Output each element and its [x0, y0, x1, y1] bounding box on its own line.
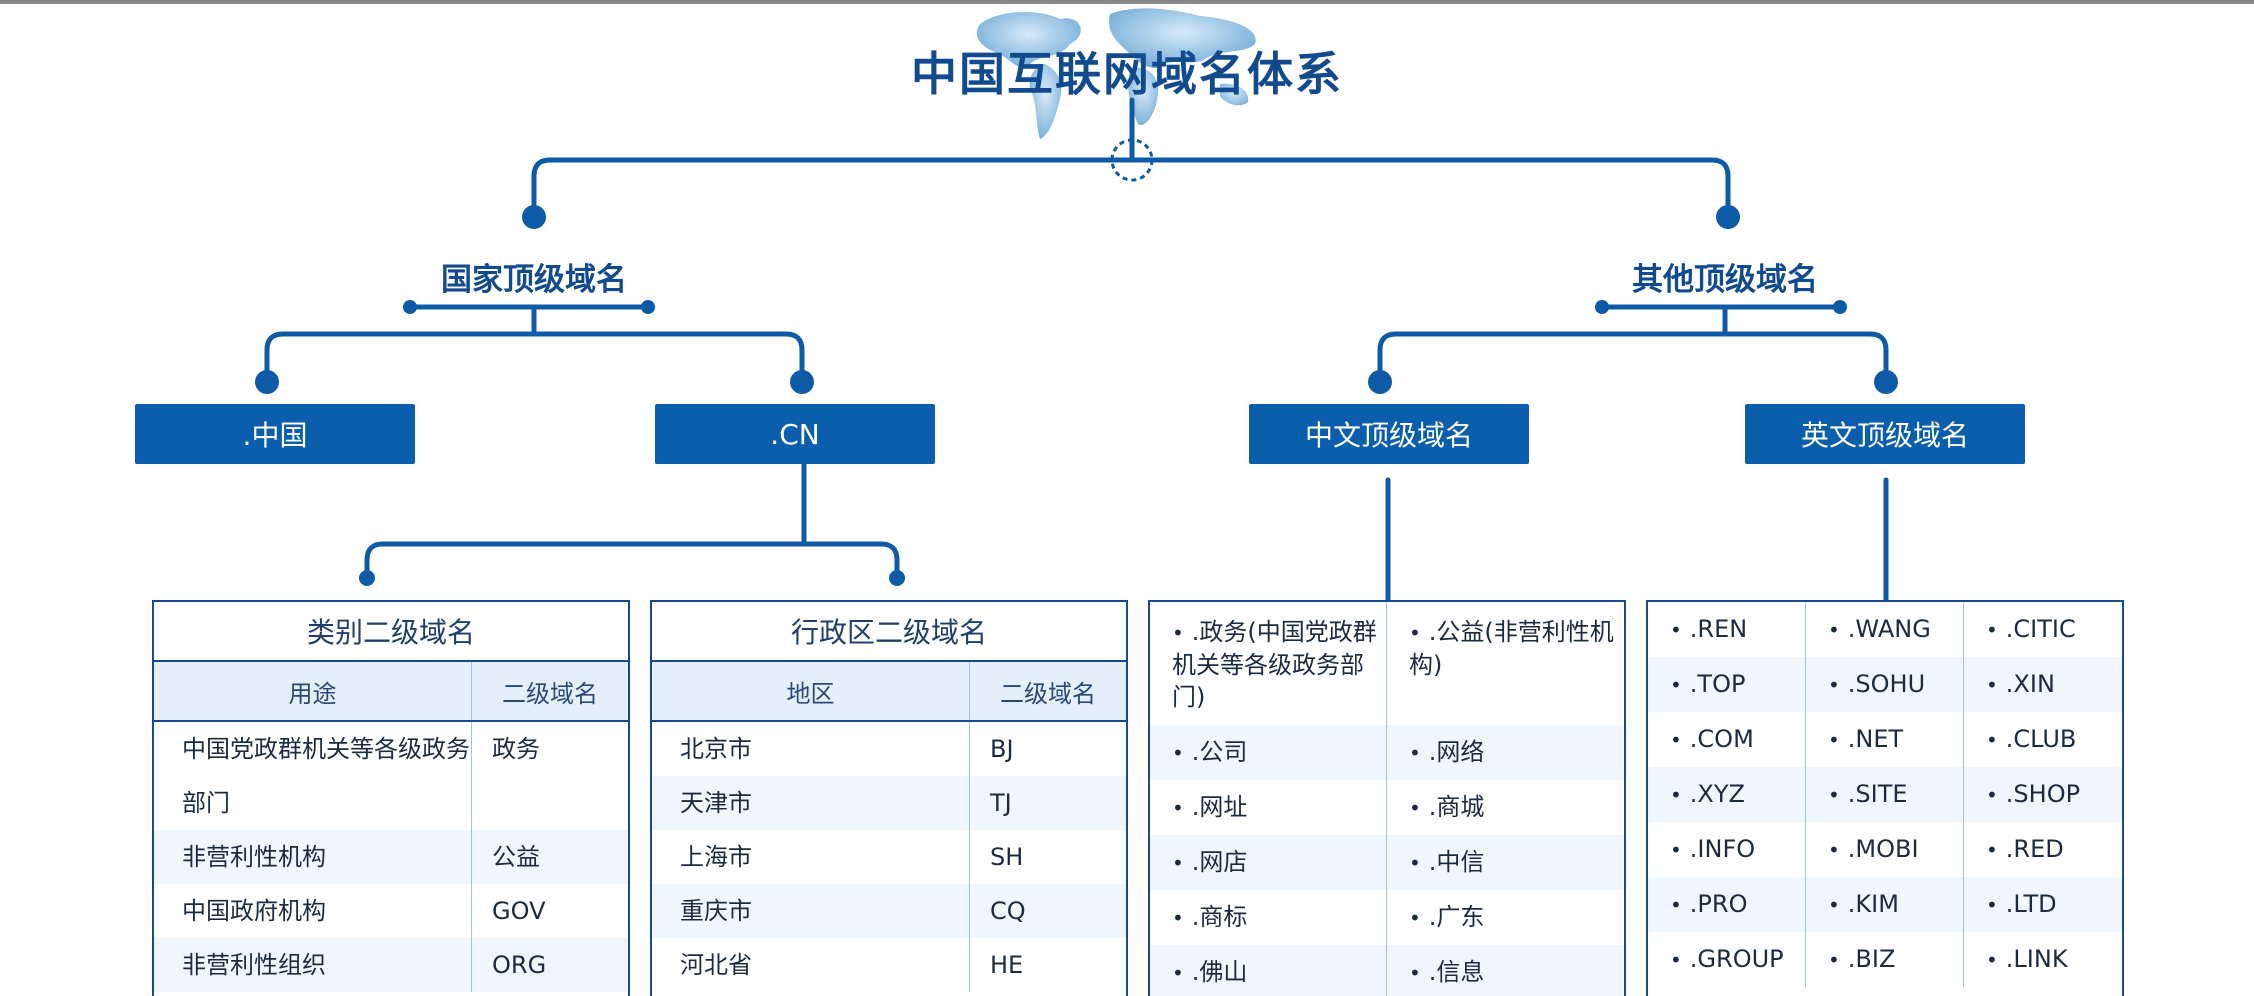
list-item: .公益(非营利性机构) — [1387, 602, 1624, 725]
node-english-tld[interactable]: 英文顶级域名 — [1745, 404, 2025, 464]
category-sld-table: 类别二级域名 用途 二级域名 中国党政群机关等各级政务部门 政务 非营利性机构 … — [152, 600, 630, 996]
cell-region: 上海市 — [652, 830, 970, 884]
list-row: .网址 .商城 — [1150, 780, 1624, 835]
list-row: .佛山 .信息 — [1150, 945, 1624, 996]
table-row: 上海市 SH — [652, 830, 1126, 884]
table-row: 中国政府机构 GOV — [154, 884, 628, 938]
cell-region: 天津市 — [652, 776, 970, 830]
category-national-tld: 国家顶级域名 — [441, 262, 627, 298]
list-row: .公司 .网络 — [1150, 725, 1624, 780]
list-item: .WANG — [1806, 602, 1964, 657]
table-row: 中国党政群机关等各级政务部门 政务 — [154, 722, 628, 830]
category-sld-header: 用途 二级域名 — [154, 662, 628, 722]
table-row: 非营利性组织 ORG — [154, 938, 628, 992]
list-item: .商城 — [1387, 780, 1624, 835]
cell-sld: TJ — [990, 789, 1012, 817]
list-item: .CITIC — [1964, 602, 2122, 657]
list-item: .广东 — [1387, 890, 1624, 945]
cell-usage: 非营利性机构 — [154, 830, 472, 884]
list-item: .XIN — [1964, 657, 2122, 712]
list-item: .SHOP — [1964, 767, 2122, 822]
list-item: .佛山 — [1150, 945, 1387, 996]
list-item: .信息 — [1387, 945, 1624, 996]
list-item: .商标 — [1150, 890, 1387, 945]
list-row: .PRO .KIM .LTD — [1648, 877, 2122, 932]
list-row: .政务(中国党政群机关等各级政务部门) .公益(非营利性机构) — [1150, 602, 1624, 725]
list-item: .网络 — [1387, 725, 1624, 780]
list-item: .BIZ — [1806, 932, 1964, 987]
list-item: .NET — [1806, 712, 1964, 767]
header-sld: 二级域名 — [1000, 679, 1096, 708]
list-row: .商标 .广东 — [1150, 890, 1624, 945]
list-item: .网址 — [1150, 780, 1387, 835]
list-row: .XYZ .SITE .SHOP — [1648, 767, 2122, 822]
list-item: .LTD — [1964, 877, 2122, 932]
list-item: .MOBI — [1806, 822, 1964, 877]
list-item: .KIM — [1806, 877, 1964, 932]
list-item: .中信 — [1387, 835, 1624, 890]
list-item: .RED — [1964, 822, 2122, 877]
list-row: .网店 .中信 — [1150, 835, 1624, 890]
header-sld: 二级域名 — [502, 679, 598, 708]
list-item: .GROUP — [1648, 932, 1806, 987]
list-item: .SOHU — [1806, 657, 1964, 712]
table-row: 北京市 BJ — [652, 722, 1126, 776]
cell-region: 北京市 — [652, 722, 970, 776]
category-other-tld: 其他顶级域名 — [1632, 262, 1818, 298]
table-row: 重庆市 CQ — [652, 884, 1126, 938]
cell-usage: 中国政府机构 — [154, 884, 472, 938]
cell-sld: HE — [990, 951, 1024, 979]
cell-sld: 政务 — [492, 735, 540, 763]
list-row: .REN .WANG .CITIC — [1648, 602, 2122, 657]
list-item: .CLUB — [1964, 712, 2122, 767]
region-sld-header: 地区 二级域名 — [652, 662, 1126, 722]
list-item: .网店 — [1150, 835, 1387, 890]
cell-region: 重庆市 — [652, 884, 970, 938]
list-row: .INFO .MOBI .RED — [1648, 822, 2122, 877]
list-item: .SITE — [1806, 767, 1964, 822]
list-row: .COM .NET .CLUB — [1648, 712, 2122, 767]
cell-usage: 中国党政群机关等各级政务部门 — [154, 722, 472, 830]
region-sld-table: 行政区二级域名 地区 二级域名 北京市 BJ 天津市 TJ 上海市 SH 重庆市… — [650, 600, 1128, 996]
list-item: .公司 — [1150, 725, 1387, 780]
cell-sld: CQ — [990, 897, 1026, 925]
chinese-tld-list: .政务(中国党政群机关等各级政务部门) .公益(非营利性机构) .公司 .网络 … — [1148, 600, 1626, 996]
list-item: .XYZ — [1648, 767, 1806, 822]
table-row: 天津市 TJ — [652, 776, 1126, 830]
node-cn-tld[interactable]: .CN — [655, 404, 935, 464]
node-china-tld[interactable]: .中国 — [135, 404, 415, 464]
cell-sld: BJ — [990, 735, 1014, 763]
header-region: 地区 — [652, 662, 970, 720]
cell-sld: SH — [990, 843, 1024, 871]
list-row: .TOP .SOHU .XIN — [1648, 657, 2122, 712]
table-row: 河北省 HE — [652, 938, 1126, 992]
list-item: .COM — [1648, 712, 1806, 767]
cell-sld: GOV — [492, 897, 546, 925]
header-usage: 用途 — [154, 662, 472, 720]
list-item: .PRO — [1648, 877, 1806, 932]
english-tld-list: .REN .WANG .CITIC .TOP .SOHU .XIN .COM .… — [1646, 600, 2124, 996]
top-border — [0, 0, 2254, 4]
cell-sld: ORG — [492, 951, 547, 979]
node-chinese-tld[interactable]: 中文顶级域名 — [1249, 404, 1529, 464]
table-row: 非营利性机构 公益 — [154, 830, 628, 884]
world-map-decoration — [976, 8, 1256, 139]
diagram-title: 中国互联网域名体系 — [911, 47, 1343, 101]
list-item: .LINK — [1964, 932, 2122, 987]
list-item: .政务(中国党政群机关等各级政务部门) — [1150, 602, 1387, 725]
list-row: .GROUP .BIZ .LINK — [1648, 932, 2122, 987]
cell-sld: 公益 — [492, 843, 540, 871]
list-item: .TOP — [1648, 657, 1806, 712]
list-item: .REN — [1648, 602, 1806, 657]
cell-region: 河北省 — [652, 938, 970, 992]
region-sld-title: 行政区二级域名 — [652, 602, 1126, 662]
cell-usage: 非营利性组织 — [154, 938, 472, 992]
category-sld-title: 类别二级域名 — [154, 602, 628, 662]
list-item: .INFO — [1648, 822, 1806, 877]
